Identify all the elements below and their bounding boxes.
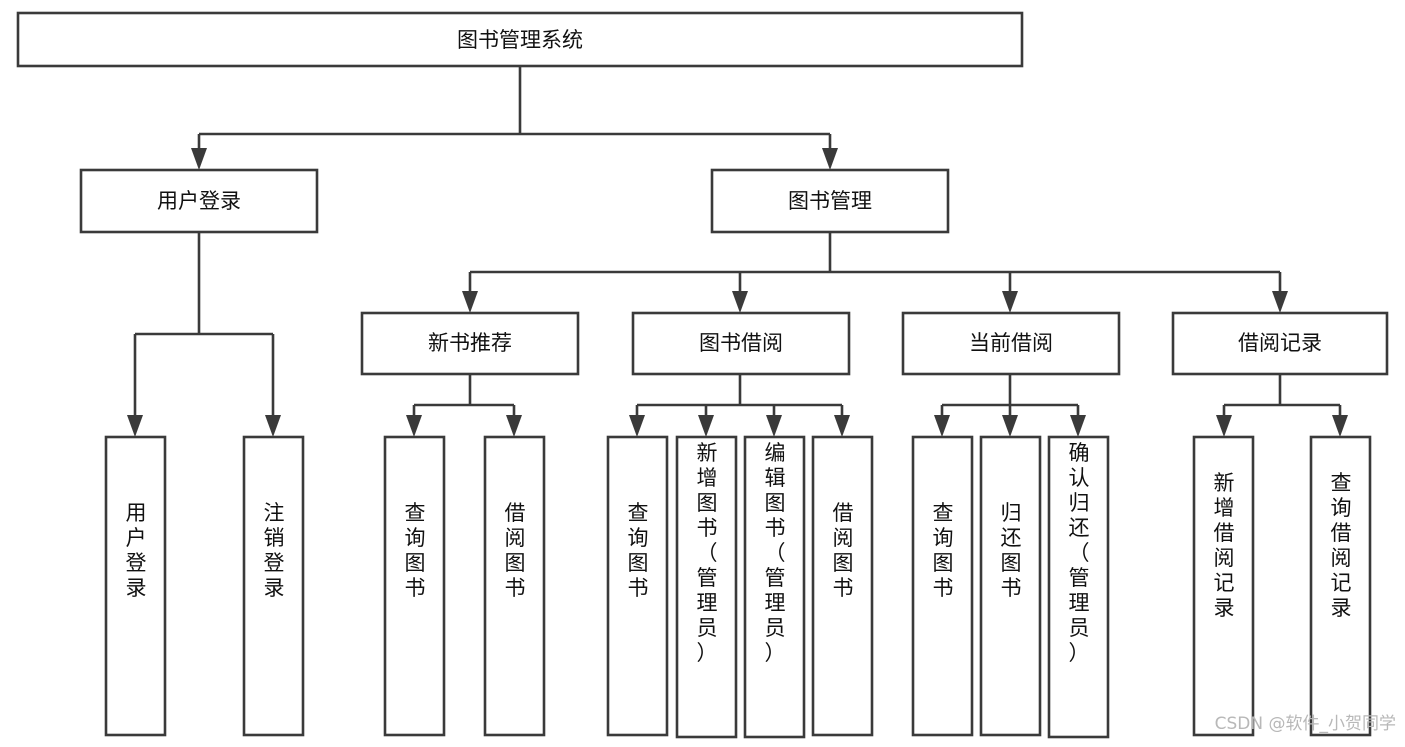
node-leaf-add-record[interactable]: 新增借阅记录 [1192,435,1255,737]
node-leaf-query-book-2-label: 查询图书 [628,501,649,600]
arrow-leaf-borrow-book-2 [834,415,850,437]
node-leaf-query-book-3-box[interactable] [911,435,974,737]
arrow-to-book-borrow [732,291,748,313]
node-leaf-query-book-1[interactable]: 查询图书 [383,435,446,737]
node-leaf-confirm-return-box[interactable] [1047,435,1110,739]
arrow-leaf-logout [265,415,281,437]
node-leaf-return-book-label: 归还图书 [1001,501,1022,600]
node-leaf-confirm-return[interactable]: 确认归还（管理员） [1047,435,1110,739]
node-root-label: 图书管理系统 [457,28,583,52]
arrow-to-book-manage [822,148,838,170]
arrow-leaf-borrow-book-1 [506,415,522,437]
node-leaf-query-book-3[interactable]: 查询图书 [911,435,974,737]
node-leaf-borrow-book-2-box[interactable] [811,435,874,737]
node-book-borrow-label: 图书借阅 [699,331,783,355]
node-leaf-query-book-1-label: 查询图书 [405,501,426,600]
node-leaf-edit-book[interactable]: 编辑图书（管理员） [743,435,806,739]
node-user-login-box[interactable] [79,168,319,234]
node-leaf-add-book[interactable]: 新增图书（管理员） [675,435,738,739]
node-current-borrow-box[interactable] [901,311,1121,376]
node-leaf-query-record-label: 查询借阅记录 [1331,471,1352,620]
arrow-leaf-query-book-2 [629,415,645,437]
arrow-leaf-query-record [1332,415,1348,437]
node-leaf-query-record[interactable]: 查询借阅记录 [1309,435,1372,737]
node-leaf-logout-box[interactable] [242,435,305,737]
node-borrow-record-box[interactable] [1171,311,1389,376]
arrow-leaf-user-login [127,415,143,437]
arrow-leaf-query-book-1 [406,415,422,437]
node-leaf-logout-label: 注销登录 [264,501,285,600]
node-leaf-borrow-book-1-label: 借阅图书 [505,501,526,600]
node-leaf-edit-book-label: 编辑图书（管理员） [765,441,786,665]
node-leaf-add-record-box[interactable] [1192,435,1255,737]
node-book-borrow[interactable]: 图书借阅 [631,311,851,376]
connector-layer [127,66,1348,437]
node-leaf-add-book-label: 新增图书（管理员） [697,441,718,665]
node-leaf-borrow-book-2-label: 借阅图书 [833,501,854,600]
node-leaf-borrow-book-1[interactable]: 借阅图书 [483,435,546,737]
node-book-borrow-box[interactable] [631,311,851,376]
node-root[interactable]: 图书管理系统 [16,11,1024,68]
arrow-to-new-book-rec [462,291,478,313]
node-new-book-rec-box[interactable] [360,311,580,376]
node-leaf-borrow-book-2[interactable]: 借阅图书 [811,435,874,737]
arrow-leaf-query-book-3 [934,415,950,437]
node-book-manage[interactable]: 图书管理 [710,168,950,234]
node-book-manage-box[interactable] [710,168,950,234]
node-leaf-user-login-box[interactable] [104,435,167,737]
arrow-leaf-add-book [698,415,714,437]
node-leaf-return-book[interactable]: 归还图书 [979,435,1042,737]
node-new-book-rec[interactable]: 新书推荐 [360,311,580,376]
node-book-manage-label: 图书管理 [788,189,872,213]
node-user-login[interactable]: 用户登录 [79,168,319,234]
node-leaf-edit-book-box[interactable] [743,435,806,739]
node-leaf-query-book-1-box[interactable] [383,435,446,737]
node-leaf-add-book-box[interactable] [675,435,738,739]
arrow-to-user-login [191,148,207,170]
node-borrow-record-label: 借阅记录 [1238,331,1322,355]
node-leaf-add-record-label: 新增借阅记录 [1214,471,1235,620]
csdn-watermark: CSDN @软件_小贺同学 [1215,714,1396,734]
node-leaf-logout[interactable]: 注销登录 [242,435,305,737]
node-leaf-return-book-box[interactable] [979,435,1042,737]
node-current-borrow[interactable]: 当前借阅 [901,311,1121,376]
arrow-leaf-return-book [1002,415,1018,437]
arrow-to-borrow-record [1272,291,1288,313]
node-current-borrow-label: 当前借阅 [969,331,1053,355]
node-root-box[interactable] [16,11,1024,68]
node-leaf-query-book-2[interactable]: 查询图书 [606,435,669,737]
arrow-to-current-borrow [1002,291,1018,313]
arrow-leaf-edit-book [766,415,782,437]
node-leaf-query-record-box[interactable] [1309,435,1372,737]
node-new-book-rec-label: 新书推荐 [428,331,512,355]
node-leaf-query-book-3-label: 查询图书 [933,501,954,600]
arrow-leaf-add-record [1216,415,1232,437]
node-leaf-user-login[interactable]: 用户登录 [104,435,167,737]
node-borrow-record[interactable]: 借阅记录 [1171,311,1389,376]
node-leaf-confirm-return-label: 确认归还（管理员） [1069,441,1090,665]
node-leaf-query-book-2-box[interactable] [606,435,669,737]
node-user-login-label: 用户登录 [157,189,241,213]
node-leaf-user-login-label: 用户登录 [126,501,147,600]
node-leaf-borrow-book-1-box[interactable] [483,435,546,737]
arrow-leaf-confirm-return [1070,415,1086,437]
